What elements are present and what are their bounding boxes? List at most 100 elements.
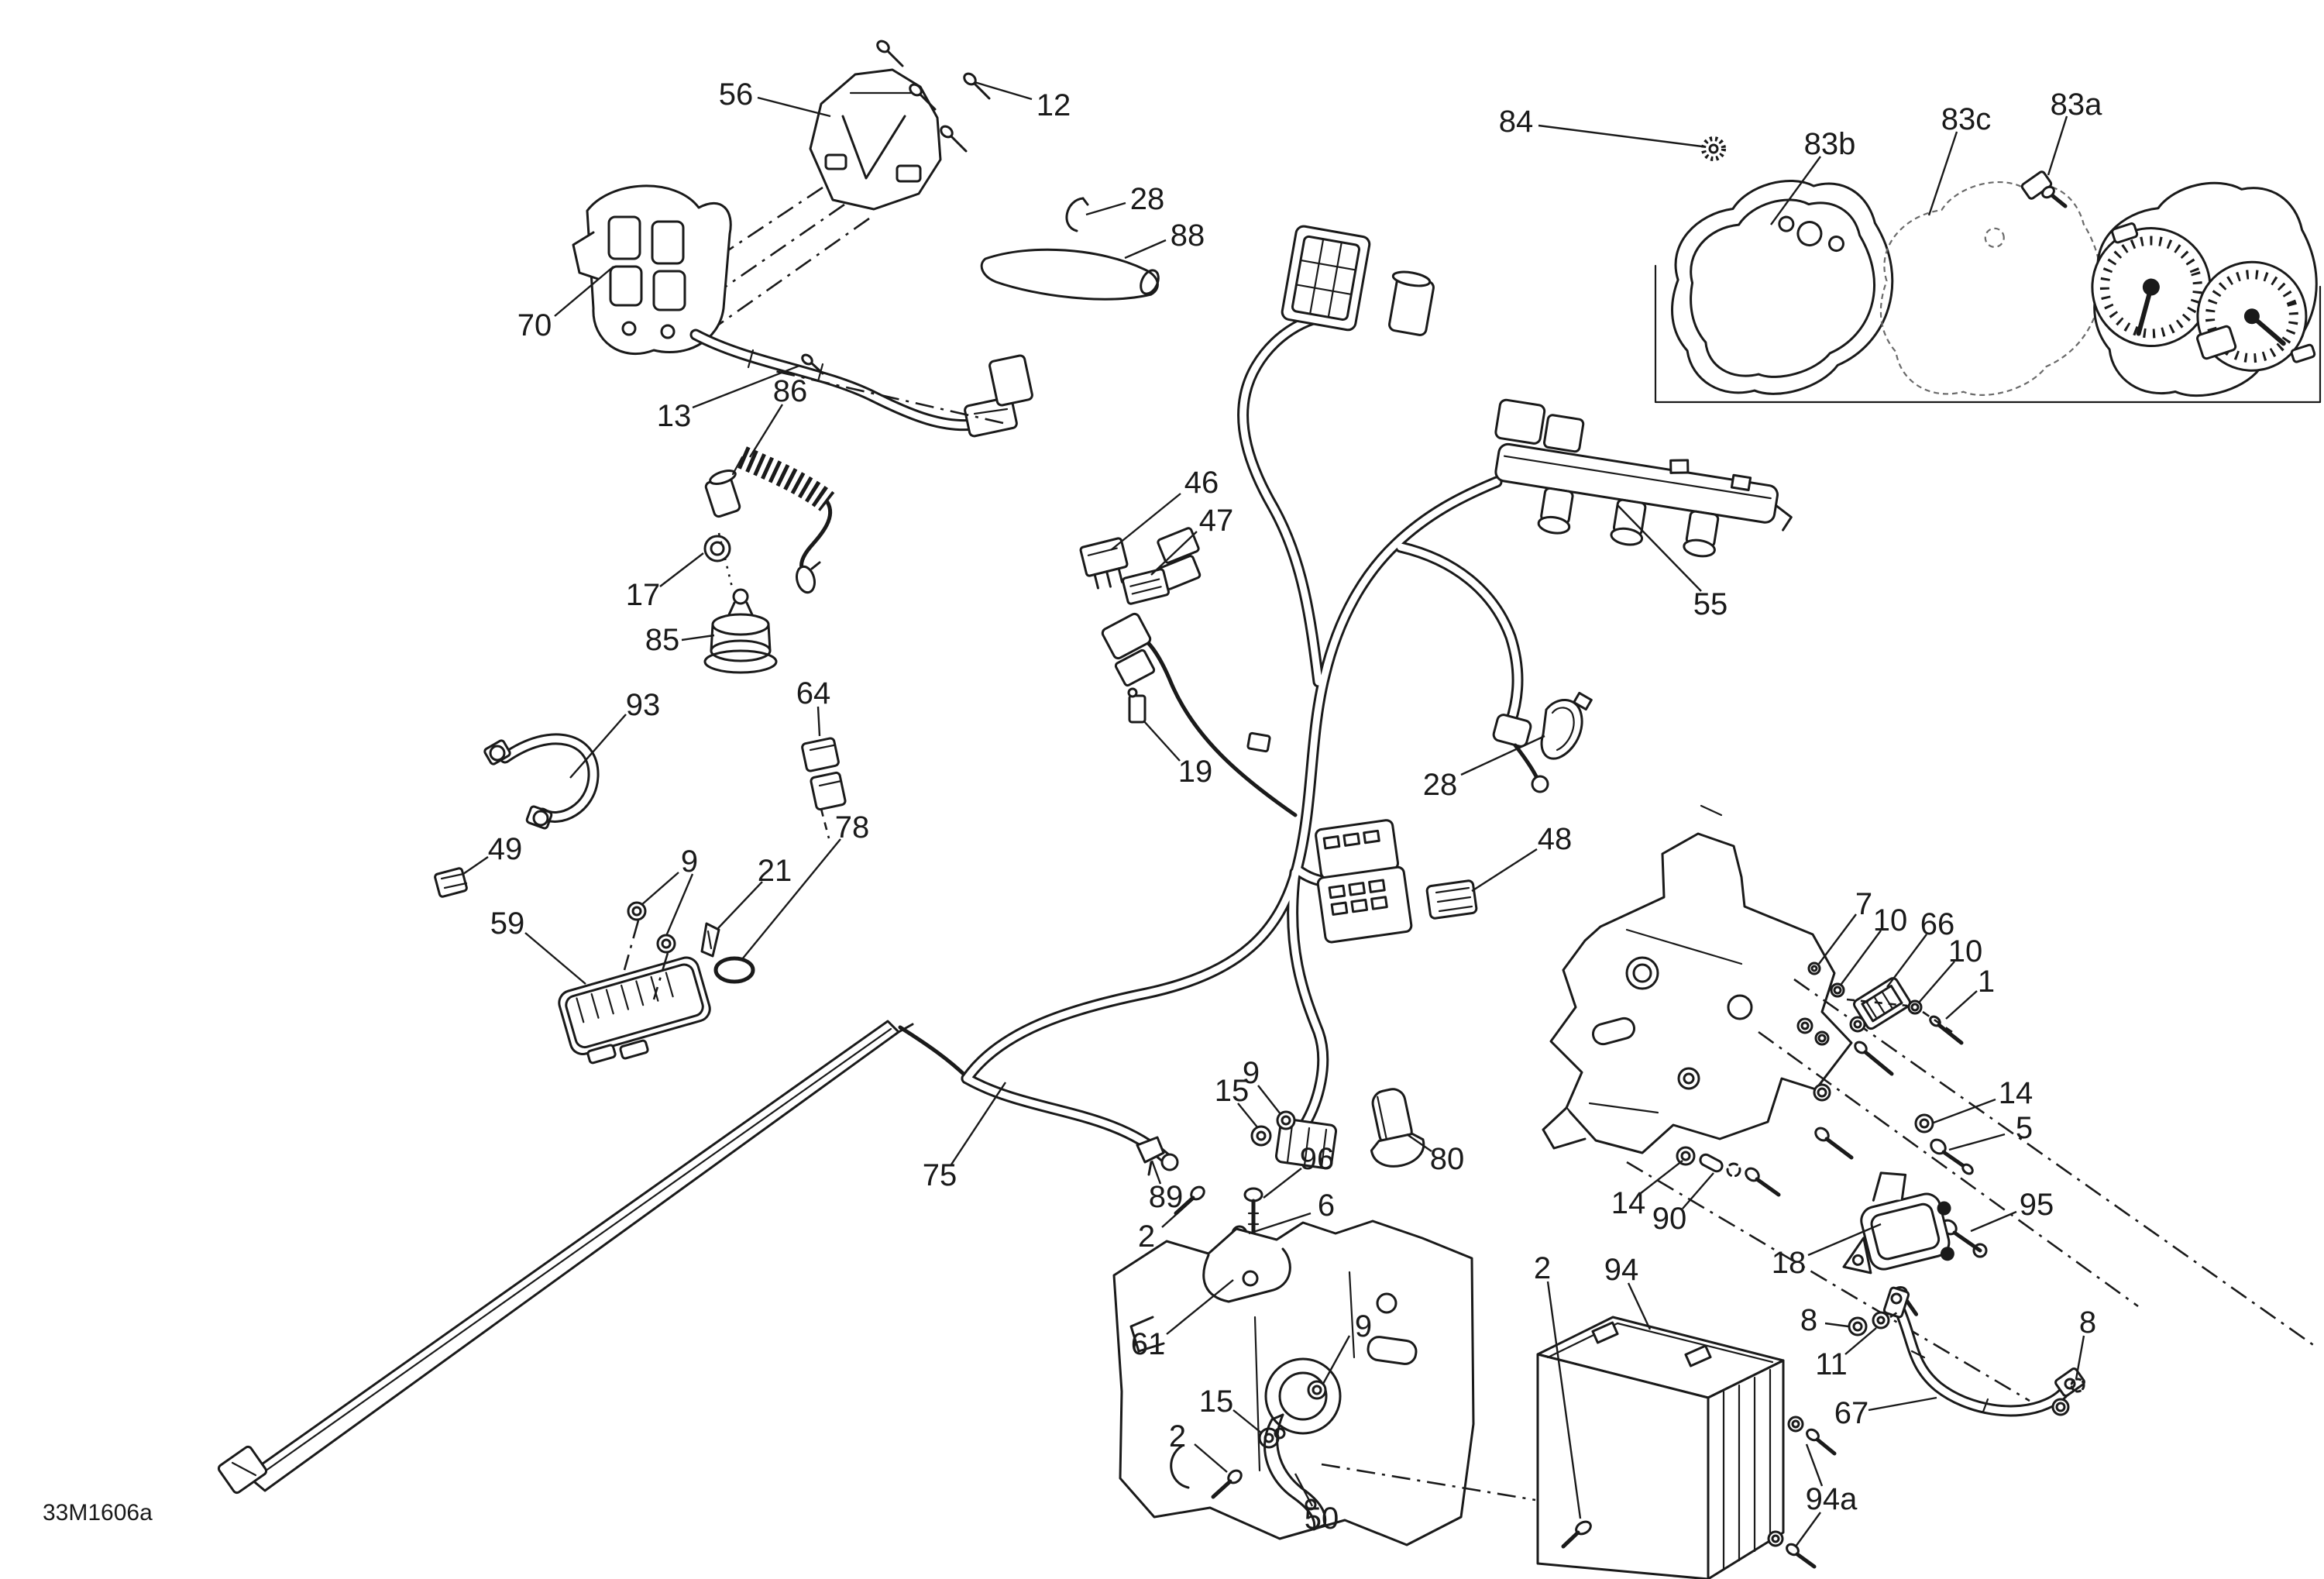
part-steering-support-bracket: [1542, 804, 1853, 1154]
boot-icon-80: [1370, 1088, 1425, 1168]
leader-line-94a: [1805, 1443, 1824, 1487]
part-grip: [980, 248, 1160, 301]
leader-line-19: [1143, 720, 1181, 762]
callout-1: 1: [1978, 965, 1995, 999]
leader-line-28: [1085, 201, 1126, 216]
leader-line-2: [1194, 1443, 1228, 1473]
leader-line-18: [1807, 1223, 1882, 1257]
callout-19: 19: [1178, 755, 1213, 789]
leader-line-94: [1627, 1282, 1652, 1330]
part-tether-cord: [704, 446, 835, 594]
callout-80: 80: [1430, 1142, 1465, 1176]
leader-line-9: [641, 872, 679, 906]
leader-line-84: [1538, 124, 1703, 148]
callout-28: 28: [1130, 182, 1165, 216]
part-multifunction-switch: [572, 184, 732, 355]
leader-line-14: [1933, 1098, 1996, 1124]
clip-icon-19: [1127, 687, 1147, 724]
clip-icon-28: [1065, 197, 1089, 232]
connector-left-pair: [1101, 527, 1271, 753]
callout-46: 46: [1184, 466, 1219, 500]
connector-icon-49: [434, 867, 468, 898]
callout-2: 2: [1138, 1220, 1155, 1254]
leader-line-50: [1294, 1473, 1314, 1507]
cable-guide-28: [1540, 691, 1593, 760]
part-battery: [1536, 1316, 1785, 1579]
leader-line-17: [659, 552, 704, 587]
leader-line-94a: [1795, 1512, 1821, 1547]
grommet-icon-84: [1701, 136, 1726, 161]
callout-83b: 83b: [1804, 127, 1856, 161]
leader-line-93: [569, 714, 627, 779]
callout-9: 9: [1355, 1309, 1372, 1343]
washer-nut-icons-15-9: [1250, 1110, 1296, 1147]
leader-line-90: [1682, 1172, 1714, 1209]
leader-line-6: [1248, 1212, 1312, 1235]
leader-line-64: [816, 706, 821, 737]
callout-28: 28: [1423, 768, 1458, 802]
leader-line-21: [717, 881, 763, 929]
part-long-rail: [217, 1020, 969, 1495]
callout-17: 17: [626, 578, 661, 612]
callout-59: 59: [490, 906, 525, 941]
callout-7: 7: [1855, 887, 1872, 921]
leader-line-2: [1161, 1199, 1194, 1228]
leader-line-9: [665, 873, 694, 937]
callout-49: 49: [488, 832, 523, 866]
bolt-icon-2a: [1174, 1185, 1205, 1216]
leader-line-2: [1546, 1281, 1582, 1519]
callout-47: 47: [1199, 504, 1234, 538]
nut-icons-8b: [2051, 1378, 2085, 1416]
leader-line-83a: [2047, 115, 2068, 176]
part-tether-switch: [703, 532, 778, 674]
leader-line-70: [554, 266, 614, 317]
callout-75: 75: [923, 1158, 957, 1192]
leader-line-67: [1868, 1396, 1937, 1412]
oring-icon-78: [713, 956, 755, 984]
callout-94a: 94a: [1806, 1482, 1858, 1516]
callout-8: 8: [1800, 1303, 1817, 1337]
callout-15: 15: [1215, 1074, 1250, 1108]
callout-86: 86: [773, 374, 808, 408]
callout-89: 89: [1149, 1180, 1184, 1214]
leader-line-96: [1263, 1168, 1302, 1199]
callout-2: 2: [1534, 1251, 1551, 1285]
connector-icon-64: [801, 737, 847, 839]
callout-95: 95: [2020, 1188, 2054, 1222]
screw-icons: [876, 40, 991, 153]
callout-10: 10: [1948, 934, 1983, 968]
leader-line-89: [1150, 1160, 1162, 1185]
leader-line-49: [462, 856, 489, 875]
callout-94: 94: [1604, 1253, 1639, 1287]
part-gauge-cluster: [2091, 181, 2318, 397]
leader-line-7: [1818, 913, 1857, 965]
leader-line-78: [741, 838, 841, 960]
connector-icon-48: [1425, 879, 1478, 920]
bracket-icon-66: [1796, 962, 1964, 1076]
part-fuse-box: [1315, 819, 1413, 944]
callout-67: 67: [1834, 1396, 1869, 1430]
callout-9: 9: [681, 845, 698, 879]
callout-83c: 83c: [1941, 102, 1992, 136]
leader-line-86: [748, 404, 784, 458]
callout-5: 5: [2016, 1111, 2033, 1145]
leader-line-83b: [1770, 156, 1821, 225]
callout-96: 96: [1300, 1142, 1335, 1176]
callout-83a: 83a: [2051, 88, 2102, 122]
callout-85: 85: [645, 623, 680, 657]
leader-line-55: [1617, 504, 1702, 592]
callout-10: 10: [1873, 903, 1908, 937]
callout-70: 70: [517, 308, 552, 342]
leader-line-75: [950, 1082, 1007, 1165]
callout-50: 50: [1305, 1502, 1339, 1536]
leader-line-8: [2075, 1335, 2085, 1380]
callout-61: 61: [1131, 1327, 1166, 1361]
screw-icon-83a: [2020, 170, 2068, 208]
leader-line-80: [1406, 1134, 1432, 1152]
leader-line-95: [1970, 1210, 2017, 1233]
callout-66: 66: [1920, 907, 1955, 941]
callout-11: 11: [1815, 1347, 1848, 1381]
leader-line-15: [1232, 1409, 1263, 1434]
